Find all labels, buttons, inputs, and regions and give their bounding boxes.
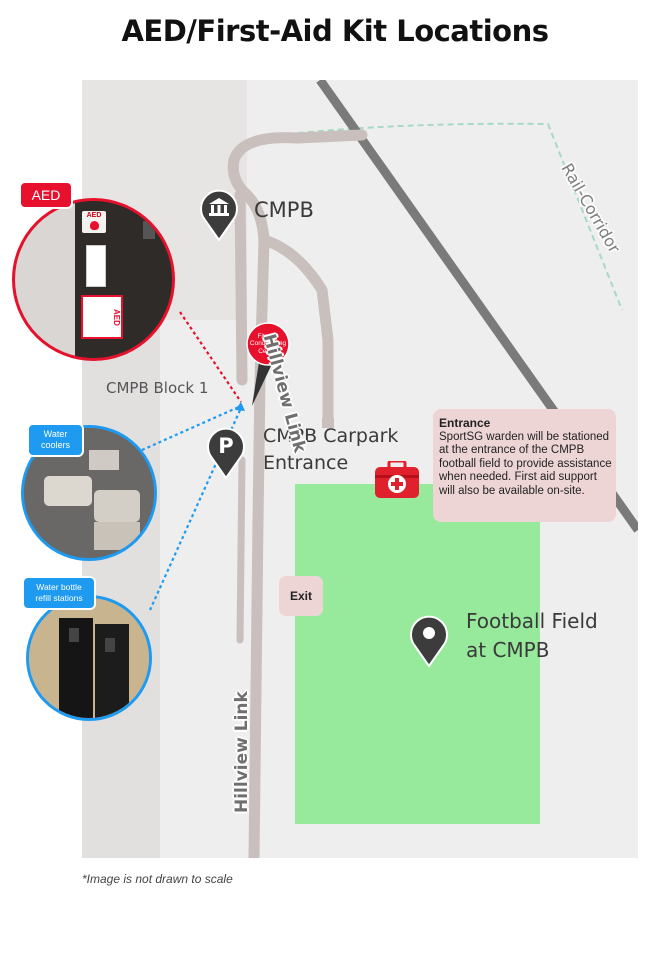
field-line-1: Football Field <box>466 609 598 633</box>
aed-sign-text: AED <box>86 212 102 219</box>
carpark-line-2: Entrance <box>263 452 349 474</box>
aed-tag: AED <box>19 181 73 209</box>
place-label-cmpb-block: CMPB Block 1 <box>106 379 209 397</box>
map[interactable]: CMPB Fitness Conditioning Centre CMPB Bl… <box>82 80 638 858</box>
aed-cabinet-text: AED <box>112 308 121 326</box>
location-pin-icon[interactable] <box>408 612 450 668</box>
svg-text:P: P <box>218 434 233 458</box>
exit-label: Exit <box>289 589 312 603</box>
page-title: AED/First-Aid Kit Locations <box>121 14 549 48</box>
aed-tag-label: AED <box>31 186 61 203</box>
wall-switch <box>143 221 155 239</box>
place-label-carpark: CMPB Carpark Entrance <box>263 423 398 477</box>
refill-nozzle-right <box>105 638 115 652</box>
carpark-line-1: CMPB Carpark <box>263 425 399 447</box>
water-cooler-pointer-line <box>141 404 242 452</box>
aed-photo-bubble[interactable]: AED AED <box>12 198 175 361</box>
bottle-refill-tag: Water bottle refill stations <box>22 576 96 610</box>
rail-corridor-line <box>277 122 623 311</box>
scale-footnote: *Image is not drawn to scale <box>82 872 233 886</box>
place-label-football-field: Football Field at CMPB <box>466 607 598 665</box>
field-line-2: at CMPB <box>466 638 550 662</box>
aed-poster <box>86 245 106 287</box>
cooler-backplate <box>89 450 119 470</box>
entrance-description: SportSG warden will be stationed at the … <box>439 430 612 497</box>
bottle-refill-tag-line-1: Water bottle <box>36 582 82 592</box>
fitness-centre-label: Fitness Conditioning Centre <box>246 329 290 359</box>
fitness-line-3: Centre <box>258 347 278 355</box>
road-network <box>227 129 368 858</box>
bottle-refill-pointer-line <box>148 407 243 611</box>
bottle-refill-tag-line-2: refill stations <box>35 593 83 603</box>
aed-sign: AED <box>82 211 106 233</box>
water-coolers-tag-line-2: coolers <box>40 440 70 450</box>
water-coolers-tag-line-1: Water <box>43 429 68 439</box>
place-label-cmpb: CMPB <box>254 198 314 222</box>
cooler-basin-right <box>94 490 140 522</box>
parking-icon[interactable]: P <box>205 424 247 480</box>
water-coolers-tag: Water coolers <box>27 423 84 457</box>
road-label-hillview-lower: Hillview Link <box>232 691 252 813</box>
heart-icon <box>89 221 99 230</box>
pointer-arrowhead <box>235 402 245 411</box>
road-stub <box>322 418 334 428</box>
aed-pointer-line <box>179 311 242 403</box>
fitness-line-1: Fitness <box>257 332 279 340</box>
entrance-heading: Entrance <box>439 416 491 430</box>
cooler-base <box>94 522 140 550</box>
exit-label-box: Exit <box>279 576 323 616</box>
bottle-refill-photo-bubble[interactable] <box>26 595 152 721</box>
museum-icon[interactable] <box>198 186 240 242</box>
refill-nozzle-left <box>69 628 79 642</box>
fitness-line-2: Conditioning <box>249 340 287 348</box>
aed-cabinet: AED <box>81 295 123 339</box>
entrance-info-box: Entrance SportSG warden will be statione… <box>433 409 616 522</box>
location-pin-icon[interactable] <box>244 322 292 408</box>
cooler-basin-left <box>44 476 92 506</box>
football-field <box>295 484 540 824</box>
first-aid-kit-icon[interactable] <box>374 461 420 499</box>
